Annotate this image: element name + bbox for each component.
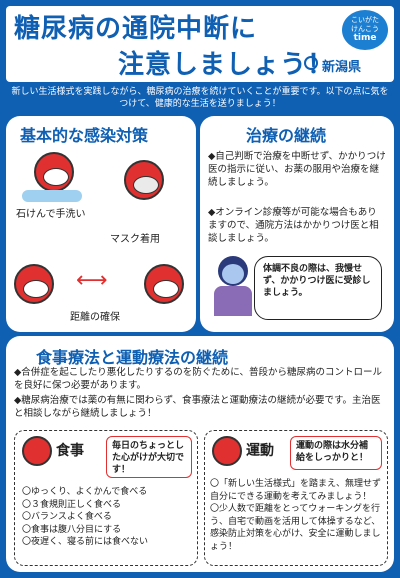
list-item: 〇ゆっくり、よくかんで食べる [22, 487, 148, 497]
mascot-diet-icon [22, 436, 52, 466]
mask-caption: マスク着用 [110, 234, 160, 245]
mascot-left-icon [14, 264, 54, 304]
exercise-label: 運動 [246, 443, 274, 459]
title-line-1: 糖尿病の通院中断に [14, 14, 258, 44]
lifestyle-title: 食事療法と運動療法の継続 [36, 348, 229, 367]
sick-person-icon [212, 256, 254, 316]
diet-list: 〇ゆっくり、よくかんで食べる 〇３食規則正しく食べる 〇バランスよく食べる 〇食… [22, 486, 194, 549]
mascot-mask-icon [124, 160, 164, 200]
header-banner [6, 6, 394, 82]
exercise-note: 運動の際は水分補給をしっかりと！ [290, 436, 382, 470]
treatment-bullet-2: ◆オンライン診療等が可能な場合もありますので、通院方法はかかりつけ医と相談しまし… [208, 207, 379, 244]
title-line-2: 注意しましょう！ [118, 50, 335, 80]
list-item: 〇３食規則正しく食べる [22, 499, 122, 510]
diet-label: 食事 [56, 443, 84, 459]
treatment-bullet-1: ◆自己判断で治療を中断せず、かかりつけ医の指示に従い、お薬の服用や治療を継続しま… [208, 151, 386, 188]
list-item: 〇少人数で距離をとってウォーキングを行う、自宅で動画を活用して体操するなど、感染… [210, 504, 381, 552]
infection-title: 基本的な感染対策 [20, 126, 149, 145]
list-item: 〇バランスよく食べる [22, 512, 112, 522]
list-item: 〇「新しい生活様式」を踏まえ、無理せず自分にできる運動を考えてみましょう！ [210, 479, 382, 502]
list-item: 〇食事は腹八分目にする [22, 524, 122, 535]
diet-note: 毎日のちょっとした心がけが大切です！ [106, 436, 192, 478]
lifestyle-bullet-2: ◆糖尿病治療では薬の有無に関わらず、食事療法と運動療法の継続が必要です。主治医と… [14, 395, 381, 419]
speech-bubble: 体調不良の際は、我慢せず、かかりつけ医に受診しましょう。 [254, 256, 382, 320]
prefecture-logo-icon [304, 56, 318, 70]
mascot-handwash-icon [34, 152, 74, 192]
handwash-caption: 石けんで手洗い [16, 209, 86, 220]
badge-bottom-text: time [353, 33, 377, 43]
prefecture-name: 新潟県 [322, 60, 362, 75]
lifestyle-bullet-1: ◆合併症を起こしたり悪化したりするのを防ぐために、普段から糖尿病のコントロールを… [14, 367, 383, 391]
exercise-list: 〇「新しい生活様式」を踏まえ、無理せず自分にできる運動を考えてみましょう！ 〇少… [210, 478, 384, 553]
badge-mid-text: けんこう [351, 25, 379, 33]
mascot-right-icon [144, 264, 184, 304]
badge-top-text: こいがた [351, 16, 379, 24]
double-arrow-icon: ⟷ [76, 268, 108, 293]
list-item: 〇夜遅く、寝る前には食べない [22, 537, 149, 547]
soap-bubbles-icon [22, 190, 82, 202]
treatment-title: 治療の継続 [246, 126, 327, 145]
health-time-badge: こいがた けんこう time [342, 10, 388, 50]
distance-caption: 距離の確保 [70, 312, 120, 323]
mascot-exercise-icon [212, 436, 242, 466]
intro-text: 新しい生活様式を実践しながら、糖尿病の治療を続けていくことが重要です。以下の点に… [11, 87, 389, 109]
